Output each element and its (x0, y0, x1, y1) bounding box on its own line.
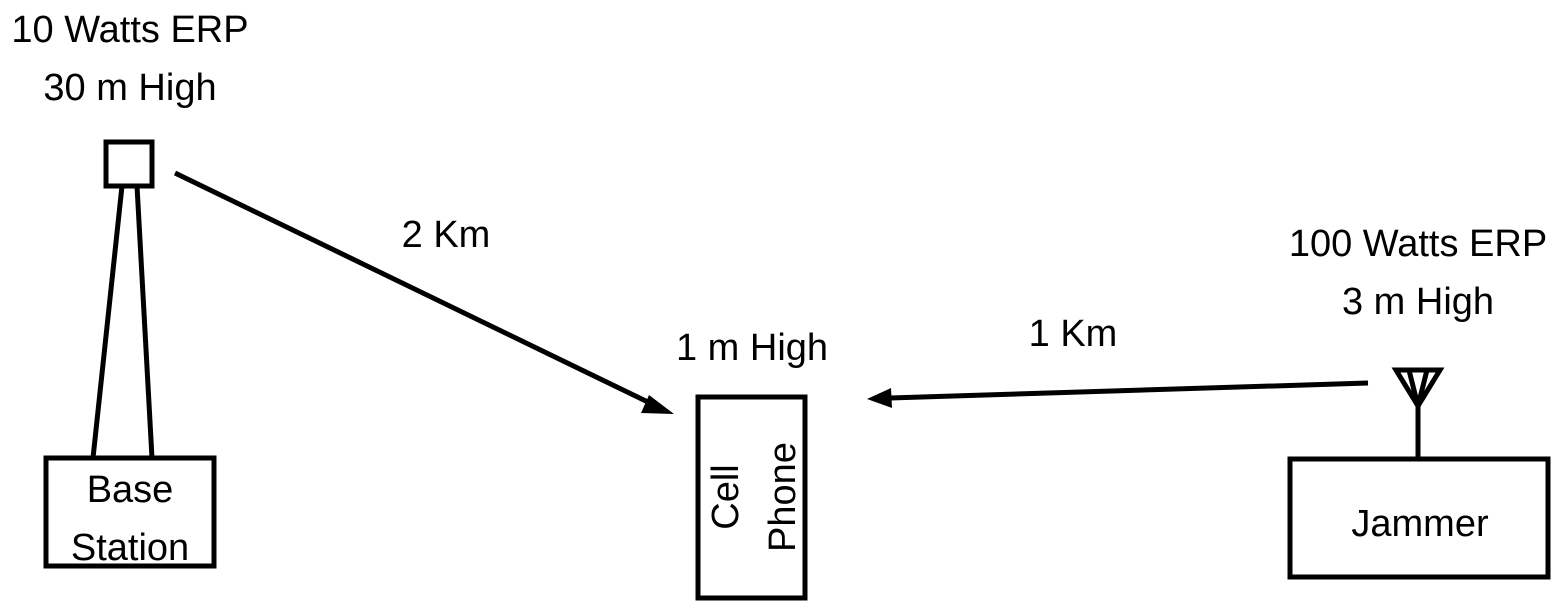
cell-phone-label-line2: Phone (762, 442, 804, 552)
jammer-box (1287, 456, 1551, 580)
base-station-label-line1: Base (87, 469, 174, 511)
jammer-to-phone-arrow-line (889, 380, 1369, 401)
jammer-to-phone-distance-label: 1 Km (1029, 313, 1118, 355)
base-station-antenna (103, 139, 155, 189)
base-station-power-label: 10 Watts ERP (11, 9, 248, 51)
jammer-group: 100 Watts ERP 3 m High Jammer (1287, 223, 1551, 580)
base-station-box (43, 455, 217, 569)
base-to-phone-arrow-line (173, 170, 654, 407)
base-station-label-line2: Station (71, 527, 189, 569)
base-to-phone-distance-label: 2 Km (402, 214, 491, 256)
cell-phone-height-label: 1 m High (676, 327, 828, 369)
cell-phone-group: 1 m High Cell Phone (676, 327, 828, 601)
base-to-phone-link: 2 Km (173, 170, 674, 414)
jammer-label: Jammer (1351, 503, 1489, 545)
base-station-group: 10 Watts ERP 30 m High Base Station (11, 9, 248, 569)
jammer-power-label: 100 Watts ERP (1289, 223, 1547, 265)
cell-phone-box (695, 394, 808, 601)
cell-phone-label-line1: Cell (705, 464, 747, 529)
jammer-to-phone-arrowhead (867, 388, 892, 408)
jammer-height-label: 3 m High (1342, 281, 1494, 323)
jammer-to-phone-link: 1 Km (867, 313, 1369, 408)
base-station-height-label: 30 m High (43, 67, 216, 109)
base-to-phone-arrowhead (641, 395, 674, 414)
base-station-tower-right-leg (134, 185, 155, 459)
jammer-antenna-icon (1391, 367, 1445, 458)
base-station-tower-left-leg (90, 185, 125, 459)
